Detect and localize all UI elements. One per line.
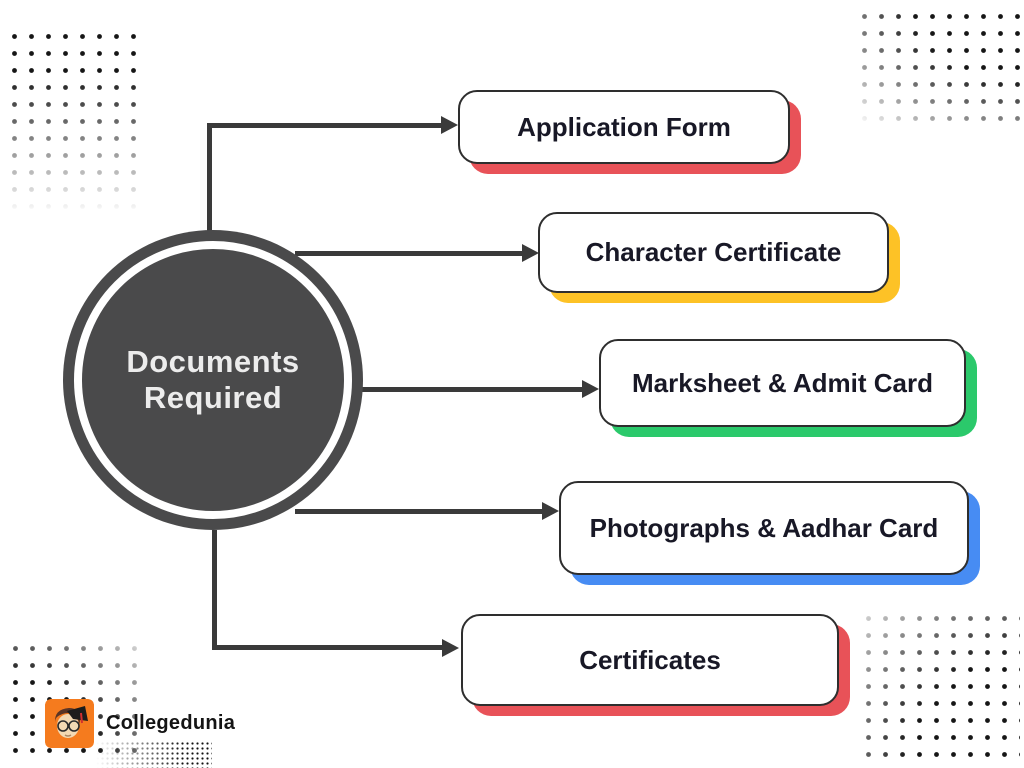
dot-pattern-bottom-right — [856, 606, 1020, 766]
diagram-title-line1: Documents — [126, 344, 300, 380]
dot-pattern-top-left — [2, 24, 144, 214]
central-node-inner-ring: Documents Required — [74, 241, 352, 519]
dot-pattern-top-right — [852, 4, 1020, 122]
node-character-certificate: Character Certificate — [538, 212, 889, 293]
diagram-title-line2: Required — [143, 380, 283, 415]
arrowhead-icon-character-certificate — [522, 244, 539, 262]
connector-marksheet-admit-card — [350, 387, 584, 392]
diagram-title: Documents Required — [126, 344, 299, 416]
node-application-form: Application Form — [458, 90, 790, 164]
connector-character-certificate — [295, 251, 524, 256]
arrowhead-icon-application-form — [441, 116, 458, 134]
halftone-pattern-footer — [96, 742, 212, 768]
connector-photographs-aadhar-card — [295, 509, 544, 514]
node-certificates: Certificates — [461, 614, 839, 706]
node-marksheet-admit-card: Marksheet & Admit Card — [599, 339, 966, 427]
collegedunia-logo-icon — [45, 699, 94, 748]
node-label: Character Certificate — [585, 237, 842, 267]
connector-application-form-horizontal — [207, 123, 443, 128]
connector-certificates-vertical — [212, 530, 217, 648]
connector-certificates-horizontal — [212, 645, 444, 650]
brand-name: Collegedunia — [106, 712, 236, 734]
arrowhead-icon-photographs-aadhar-card — [542, 502, 559, 520]
node-photographs-aadhar-card: Photographs & Aadhar Card — [559, 481, 969, 575]
arrowhead-icon-certificates — [442, 639, 459, 657]
node-label: Application Form — [517, 111, 731, 142]
central-node: Documents Required — [63, 230, 363, 530]
connector-application-form-vertical — [207, 123, 212, 235]
node-label: Marksheet & Admit Card — [632, 367, 933, 398]
node-label: Photographs & Aadhar Card — [589, 512, 939, 543]
node-label: Certificates — [579, 644, 721, 675]
arrowhead-icon-marksheet-admit-card — [582, 380, 599, 398]
brand-footer: Collegedunia — [45, 699, 235, 748]
